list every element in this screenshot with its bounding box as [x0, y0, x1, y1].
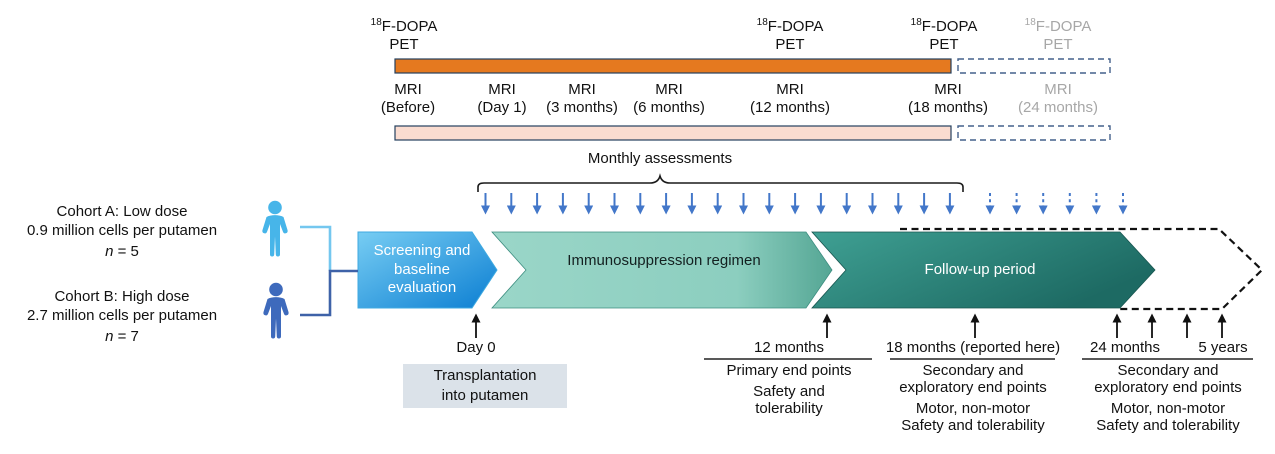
monthly-assessments-label: Monthly assessments: [587, 150, 733, 167]
mri-label-12-months: MRI (12 months): [749, 81, 831, 116]
mri-label-24-months: MRI (24 months): [1017, 81, 1099, 116]
mri-label-18-months: MRI (18 months): [907, 81, 989, 116]
cohort-a-n: n = 5: [105, 243, 139, 260]
cohort-a-dose: 0.9 million cells per putamen: [26, 222, 218, 239]
pet-timeline-dashed-extension: [957, 58, 1111, 74]
cohort-a-title: Cohort A: Low dose: [56, 203, 188, 220]
phase-chevron-immunosuppression: [491, 231, 833, 309]
person-icon-cohort-a: [262, 200, 288, 257]
phase-label-immunosuppression: Immunosuppression regimen: [567, 252, 761, 269]
monthly-assessments-brace: [477, 173, 964, 192]
milestone-5-years-label: 5 years: [1198, 339, 1248, 356]
transplantation-box: Transplantation into putamen: [403, 364, 567, 408]
phase-chevron-followup: [811, 231, 1156, 309]
future-period-dashed-chevron: [900, 227, 1264, 311]
isotope-superscript: 18: [1024, 17, 1036, 28]
pet-label-18-months: 18F-DOPA PET: [910, 17, 978, 53]
cohort-b-n: n = 7: [105, 328, 139, 345]
cohort-a-connector-line: [300, 225, 332, 271]
milestone-arrows: [471, 313, 1227, 338]
monthly-assessment-arrows-dashed: [985, 193, 1128, 215]
isotope-superscript: 18: [910, 17, 922, 28]
isotope-superscript: 18: [756, 17, 768, 28]
pet-label-24-months: 18F-DOPA PET: [1024, 17, 1092, 53]
person-icon-cohort-b: [263, 282, 289, 339]
mri-label-6-months: MRI (6 months): [633, 81, 705, 116]
pet-label-before: 18F-DOPA PET: [370, 17, 438, 53]
pet-timeline-bar: [394, 58, 952, 74]
cohort-b-title: Cohort B: High dose: [54, 288, 190, 305]
cohort-b-dose: 2.7 million cells per putamen: [26, 307, 218, 324]
cohort-a-block: Cohort A: Low dose 0.9 million cells per…: [0, 202, 247, 261]
milestone-12-months-endpoints: Primary end points Safety and tolerabili…: [726, 362, 852, 417]
mri-timeline-bar: [394, 125, 952, 141]
cohort-b-connector-line: [300, 269, 358, 317]
phase-label-followup: Follow-up period: [924, 261, 1036, 278]
monthly-assessment-arrows-solid: [481, 193, 955, 215]
mri-timeline-dashed-extension: [957, 125, 1111, 141]
mri-label-before: MRI (Before): [380, 81, 436, 116]
milestone-12-months-label: 12 months: [753, 339, 825, 356]
milestone-18-months-label: 18 months (reported here): [885, 339, 1061, 356]
phase-label-screening: Screening and baseline evaluation: [373, 242, 471, 296]
milestone-24m-5y-endpoints: Secondary and exploratory end points Mot…: [1094, 362, 1242, 434]
phase-chevron-screening: [357, 231, 498, 309]
milestone-24-months-label: 24 months: [1089, 339, 1161, 356]
mri-label-day1: MRI (Day 1): [477, 81, 527, 116]
milestone-day0-label: Day 0: [456, 339, 496, 356]
mri-label-3-months: MRI (3 months): [546, 81, 618, 116]
milestone-18-months-endpoints: Secondary and exploratory end points Mot…: [899, 362, 1047, 434]
pet-label-12-months: 18F-DOPA PET: [756, 17, 824, 53]
cohort-b-block: Cohort B: High dose 2.7 million cells pe…: [0, 287, 247, 346]
isotope-superscript: 18: [370, 17, 382, 28]
